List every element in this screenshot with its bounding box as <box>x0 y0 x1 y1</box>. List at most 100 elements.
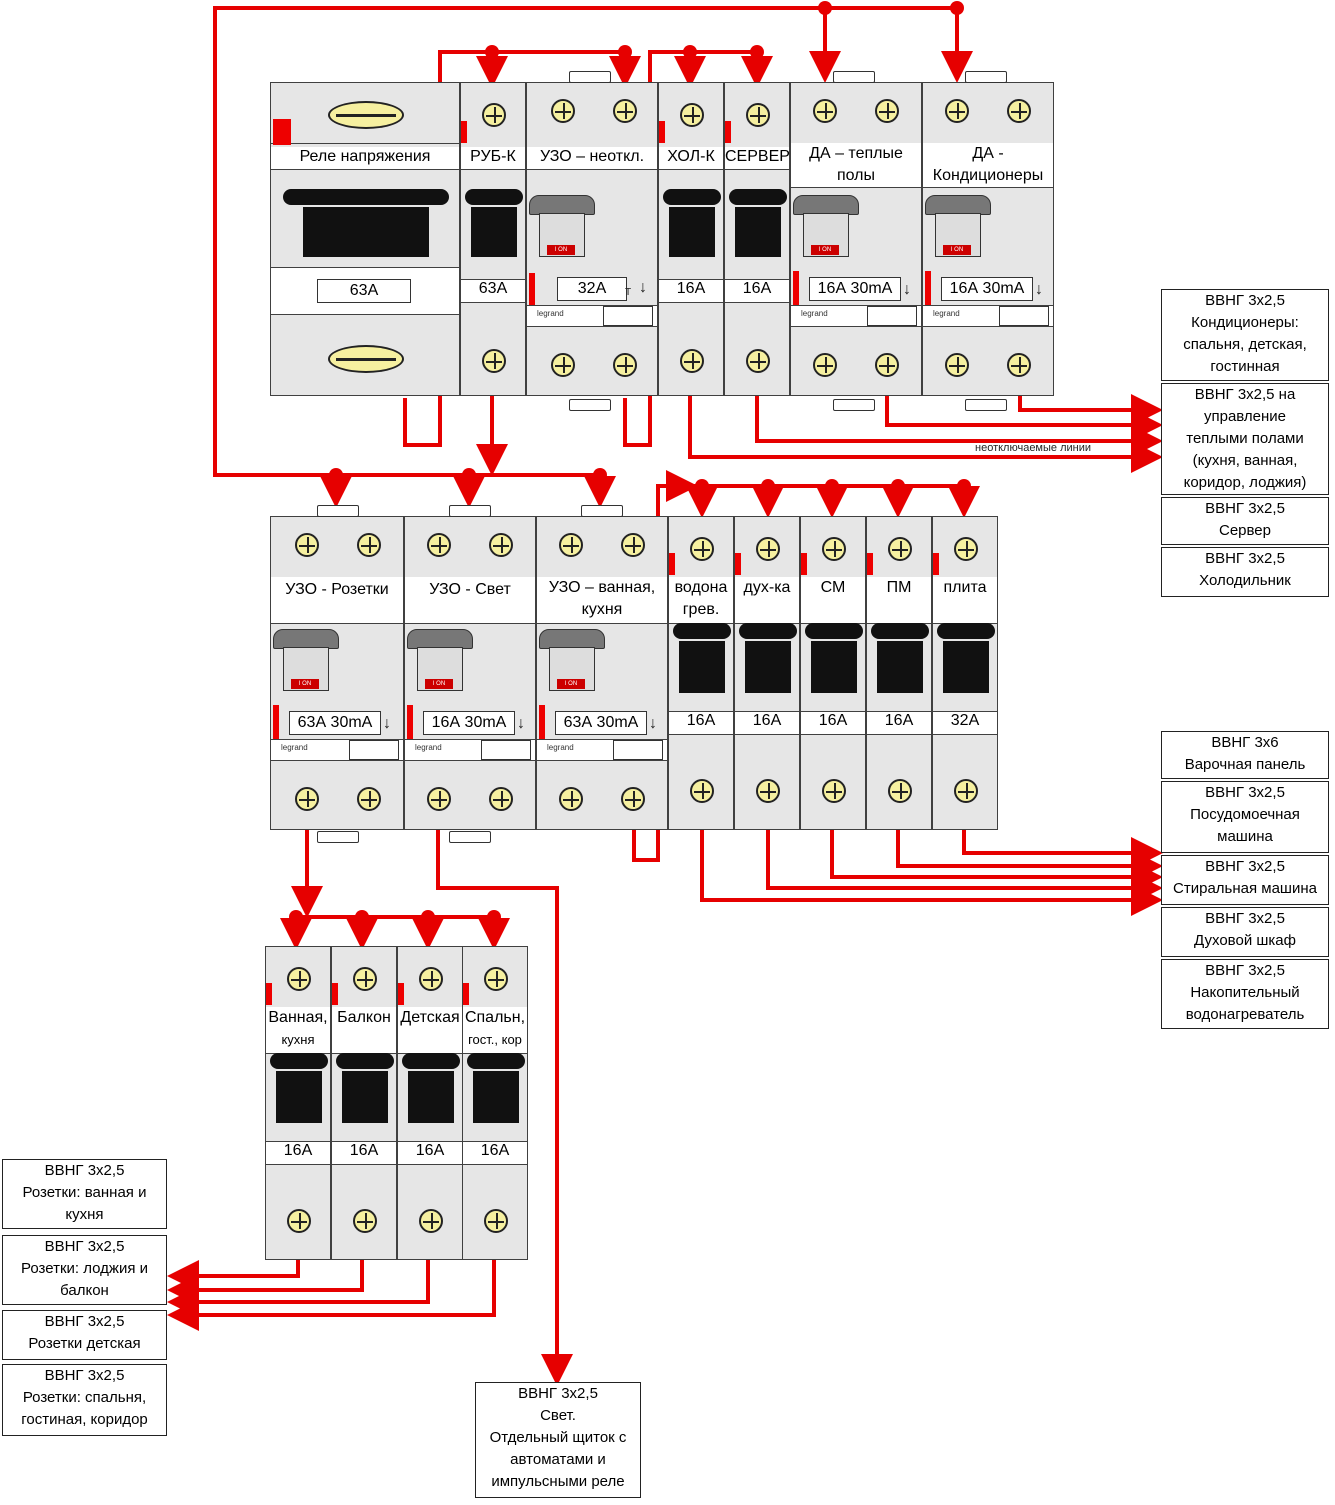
mid-breaker-handle[interactable] <box>673 623 731 639</box>
da-floor-terminal-top-l <box>813 99 837 123</box>
mid-breaker-4: ПМ 16А <box>866 516 932 830</box>
da-floor-handle[interactable]: I ON <box>793 195 859 257</box>
mid-breaker-rating: 16А <box>669 711 733 735</box>
da-cond-label-2: Кондиционеры <box>932 167 1044 184</box>
uzo-bath-label: УЗО – ванная, кухня <box>537 577 667 624</box>
mid-breaker-label: дух-ка <box>735 577 799 624</box>
mid-breaker-indicator <box>669 553 675 575</box>
uzo-main-test-button[interactable] <box>603 306 653 326</box>
uzo-bath-terminal-top-r <box>621 533 645 557</box>
uzo-main-label: УЗО – неоткл. <box>527 147 657 170</box>
rub-terminal-bottom <box>482 349 506 373</box>
uzo-sockets-test-button[interactable] <box>349 740 399 760</box>
relay-handle[interactable] <box>283 189 449 205</box>
mid-breaker-handle[interactable] <box>937 623 995 639</box>
uzo-sockets-terminal-top-l <box>295 533 319 557</box>
mid-breaker-indicator <box>933 553 939 575</box>
rub-rating: 63А <box>461 279 525 303</box>
uzo-sockets-label: УЗО - Розетки <box>271 577 403 624</box>
mid-breaker-label: водона грев. <box>669 577 733 624</box>
mid-breaker-1: водона грев. 16А <box>668 516 734 830</box>
wire-out-pm <box>896 812 1163 882</box>
mid-breaker-label-1: дух-ка <box>743 579 791 596</box>
uzo-main: УЗО – неоткл. I ON 32А Т ↓ legrand <box>526 71 658 411</box>
rub-handle[interactable] <box>465 189 523 205</box>
uzo-bath-test-button[interactable] <box>613 740 663 760</box>
mid-breaker-label-1: СМ <box>820 579 846 596</box>
wire-out-vod <box>700 812 1163 916</box>
uzo-main-handle[interactable]: I ON <box>529 195 595 257</box>
bot-breaker-indicator <box>266 983 272 1005</box>
mid-breaker-indicator <box>735 553 741 575</box>
mid-breaker-label: СМ <box>801 577 865 624</box>
mid-breaker-indicator <box>867 553 873 575</box>
hol-terminal-bottom <box>680 349 704 373</box>
uzo-light-test-button[interactable] <box>481 740 531 760</box>
bot-breaker-label-2: гост., кор <box>468 1032 522 1047</box>
uzo-bath-rating: 63А 30mA <box>555 711 647 735</box>
server-label: СЕРВЕР <box>725 147 790 170</box>
wire-out-duh <box>766 812 1163 904</box>
bot-breaker-indicator <box>398 983 404 1005</box>
mid-breaker-label-1: водона <box>674 579 728 596</box>
da-floor-test-button[interactable] <box>867 306 917 326</box>
da-cond-terminal-top-r <box>1007 99 1031 123</box>
uzo-light-handle[interactable]: I ON <box>407 629 473 691</box>
uzo-bath-label-1: УЗО – ванная, <box>548 579 656 596</box>
bot-breaker-indicator <box>332 983 338 1005</box>
da-cond-rating: 16А 30mA <box>941 277 1033 301</box>
rub-breaker: РУБ-К 63А <box>460 82 526 396</box>
bot-breaker-rating: 16А <box>463 1141 527 1165</box>
bot-breaker-terminal-bottom <box>419 1209 443 1233</box>
da-cond-handle[interactable]: I ON <box>925 195 991 257</box>
uzo-light-terminal-top-l <box>427 533 451 557</box>
mid-breaker-label: плита <box>933 577 997 624</box>
da-floor: ДА – теплые полы I ON 16А 30mA ↓ legrand <box>790 71 922 411</box>
hol-terminal-top <box>680 103 704 127</box>
da-cond-brand: legrand <box>933 309 960 318</box>
bot-breaker-label-1: Балкон <box>337 1009 391 1026</box>
uzo-sockets: УЗО - Розетки I ON 63А 30mA ↓ legrand <box>270 505 404 843</box>
bot-breaker-handle[interactable] <box>336 1053 394 1069</box>
mid-breaker-terminal-bottom <box>888 779 912 803</box>
mid-breaker-handle[interactable] <box>739 623 797 639</box>
server-handle[interactable] <box>729 189 787 205</box>
da-floor-rating: 16А 30mA <box>809 277 901 301</box>
rub-label: РУБ-К <box>461 147 525 170</box>
bot-breaker-terminal-bottom <box>353 1209 377 1233</box>
mid-breaker-5: плита 32А <box>932 516 998 830</box>
mid-breaker-3: СМ 16А <box>800 516 866 830</box>
uzo-light: УЗО - Свет I ON 16А 30mA ↓ legrand <box>404 505 536 843</box>
hol-handle[interactable] <box>663 189 721 205</box>
mid-breaker-2: дух-ка 16А <box>734 516 800 830</box>
uzo-bath-handle[interactable]: I ON <box>539 629 605 691</box>
bot-breaker-terminal-bottom <box>287 1209 311 1233</box>
mid-breaker-rating: 16А <box>735 711 799 735</box>
mid-breaker-rating: 16А <box>867 711 931 735</box>
da-cond-label: ДА - Кондиционеры <box>923 143 1053 188</box>
mid-breaker-rating: 32А <box>933 711 997 735</box>
mid-breaker-terminal-top <box>822 537 846 561</box>
bot-breaker-handle[interactable] <box>402 1053 460 1069</box>
wire-out-kid <box>167 1240 430 1318</box>
wire-out-fridge <box>688 378 1163 473</box>
mid-breaker-handle[interactable] <box>805 623 863 639</box>
da-cond-test-button[interactable] <box>999 306 1049 326</box>
bot-breaker-rating: 16А <box>332 1141 396 1165</box>
bot-breaker-2: Балкон 16А <box>331 946 397 1260</box>
mid-breaker-terminal-top <box>954 537 978 561</box>
mid-breaker-handle[interactable] <box>871 623 929 639</box>
bot-breaker-label: Ванная, кухня <box>266 1007 330 1054</box>
bot-breaker-handle[interactable] <box>467 1053 525 1069</box>
uzo-sockets-handle[interactable]: I ON <box>273 629 339 691</box>
bot-breaker-handle[interactable] <box>270 1053 328 1069</box>
uzo-bath: УЗО – ванная, кухня I ON 63А 30mA ↓ legr… <box>536 505 668 830</box>
bot-breaker-indicator <box>463 983 469 1005</box>
